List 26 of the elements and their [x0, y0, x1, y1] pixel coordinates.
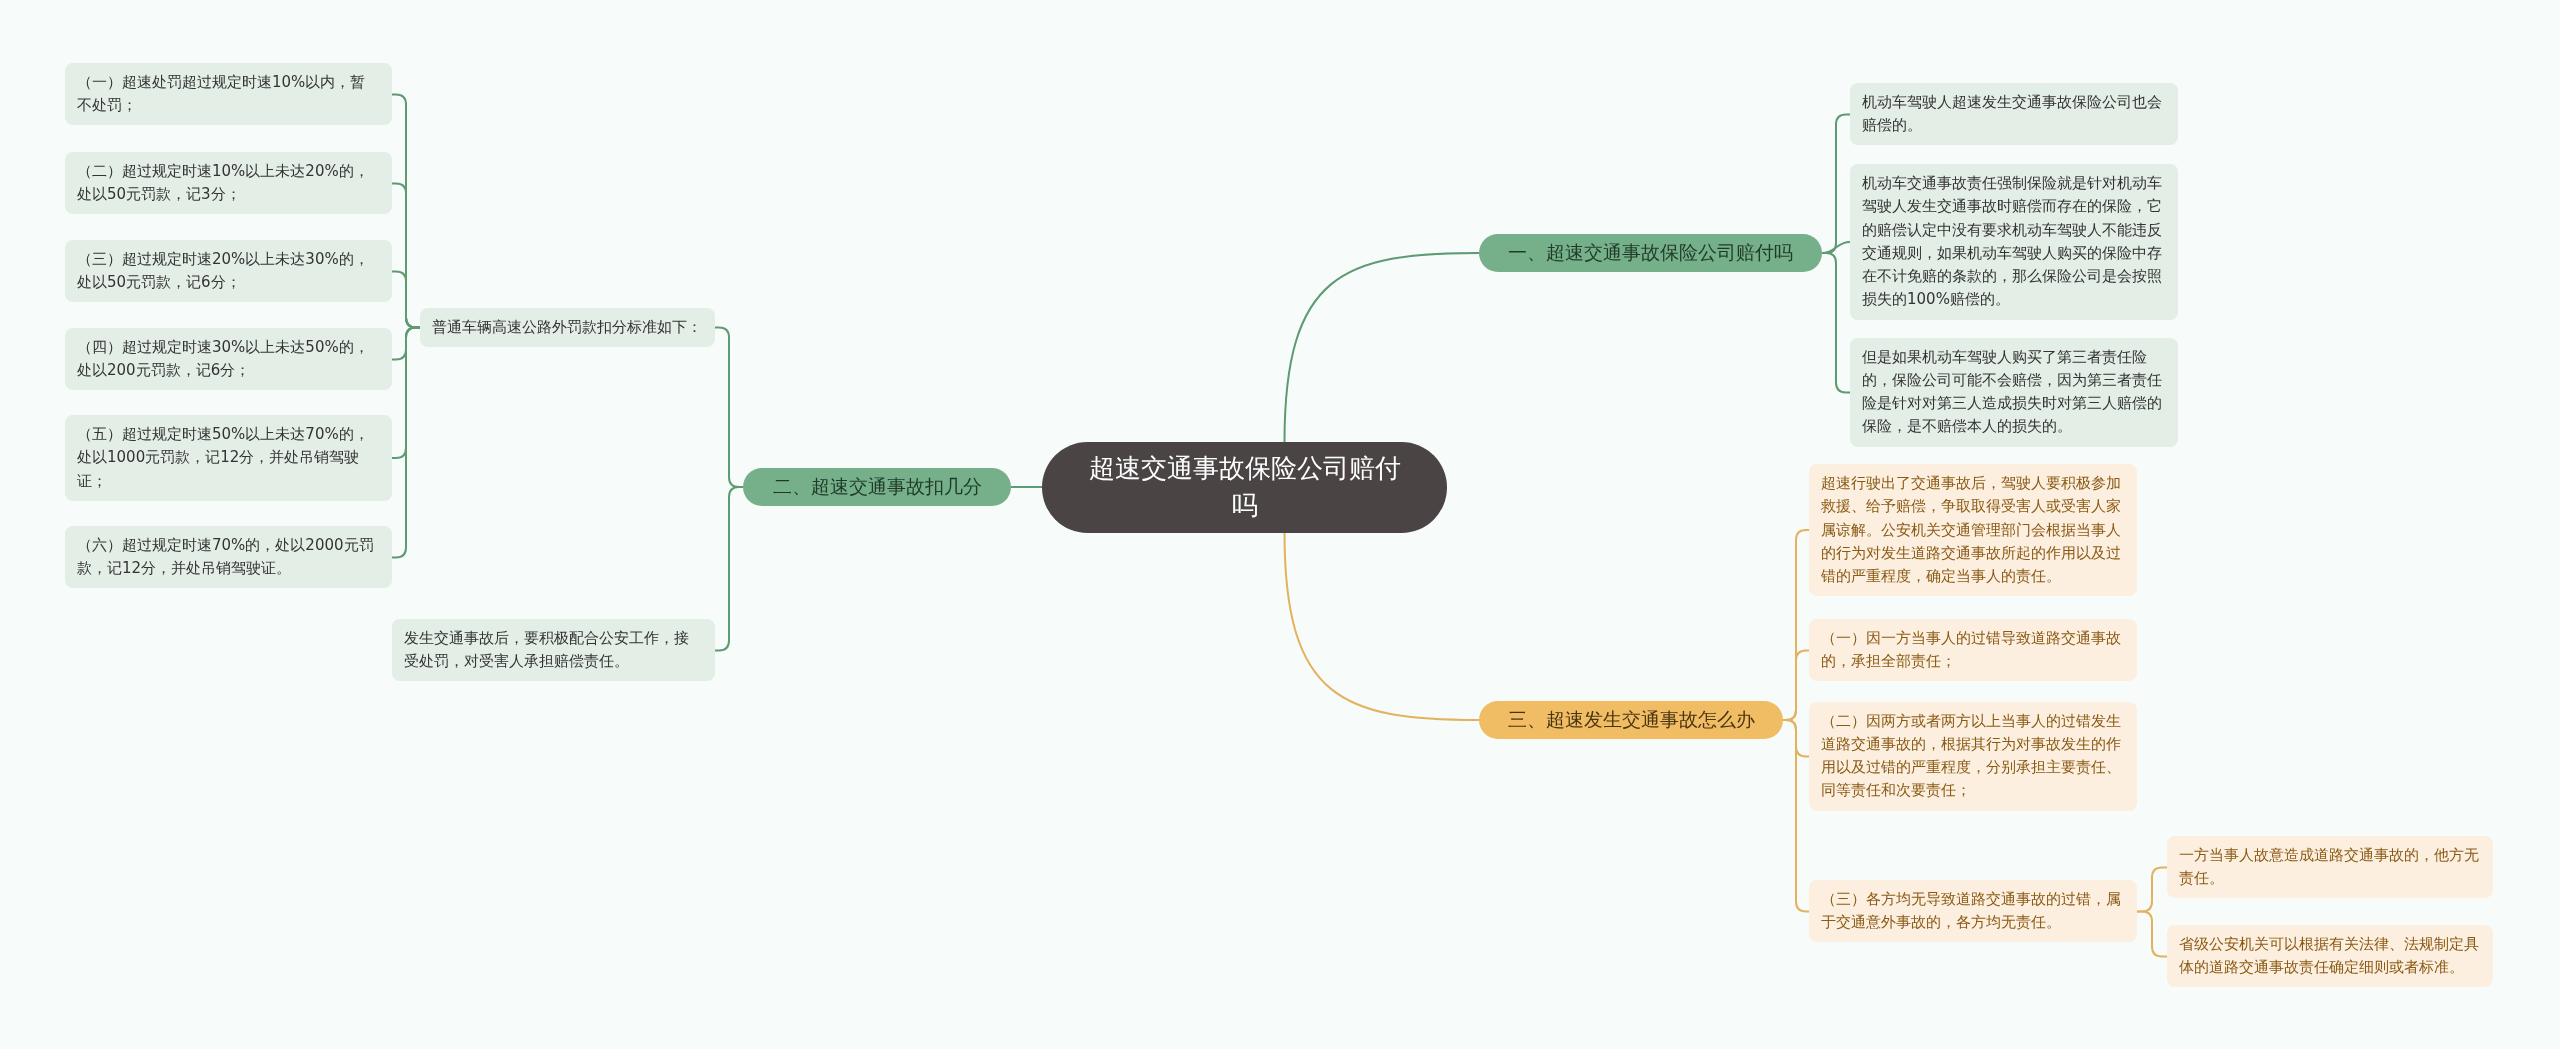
connector-line — [2136, 910, 2168, 958]
branch-topic: 三、超速发生交通事故怎么办 — [1479, 701, 1783, 739]
subtopic-card: （一）超速处罚超过规定时速10%以内，暂不处罚； — [65, 62, 392, 125]
subtopic-card: 省级公安机关可以根据有关法律、法规制定具体的道路交通事故责任确定细则或者标准。 — [2167, 924, 2493, 987]
subtopic-card: （三）超过规定时速20%以上未达30%的，处以50元罚款，记6分； — [65, 239, 392, 302]
subtopic-card: 普通车辆高速公路外罚款扣分标准如下： — [420, 307, 715, 347]
subtopic-card: （五）超过规定时速50%以上未达70%的，处以1000元罚款，记12分，并处吊销驾驶证； — [65, 415, 392, 501]
connector-line — [391, 326, 421, 559]
subtopic-card: 机动车交通事故责任强制保险就是针对机动车驾驶人发生交通事故时赔偿而存在的保险，它的赔偿认定中没有要求机动车驾驶人不能违反交通规则，如果机动车驾驶人购买的保险中存在不计免赔的条款的，那么保险公司是会按照损失的100%赔偿的。 — [1850, 164, 2178, 320]
connector-line — [1283, 532, 1480, 721]
subtopic-card: 一方当事人故意造成道路交通事故的，他方无责任。 — [2167, 835, 2493, 898]
subtopic-card: 但是如果机动车驾驶人购买了第三者责任险的，保险公司可能不会赔偿，因为第三者责任险是针对对第三人造成损失时对第三人赔偿的保险，是不赔偿本人的损失的。 — [1850, 337, 2178, 447]
subtopic-card: （四）超过规定时速30%以上未达50%的，处以200元罚款，记6分； — [65, 327, 392, 390]
subtopic-card: 超速行驶出了交通事故后，驾驶人要积极参加救援、给予赔偿，争取取得受害人或受害人家属谅解。公安机关交通管理部门会根据当事人的行为对发生道路交通事故所起的作用以及过错的严重程度，确定当事人的责任。 — [1809, 464, 2137, 597]
branch-topic: 二、超速交通事故扣几分 — [743, 468, 1011, 506]
subtopic-card: （一）因一方当事人的过错导致道路交通事故的，承担全部责任； — [1809, 618, 2137, 681]
subtopic-card: 发生交通事故后，要积极配合公安工作，接受处罚，对受害人承担赔偿责任。 — [392, 618, 715, 681]
subtopic-card: （三）各方均无导致道路交通事故的过错，属于交通意外事故的，各方均无责任。 — [1809, 879, 2137, 942]
connector-line — [1283, 252, 1480, 443]
branch-topic: 一、超速交通事故保险公司赔付吗 — [1479, 234, 1822, 272]
connector-line — [1010, 486, 1043, 488]
subtopic-card: （二）超过规定时速10%以上未达20%的，处以50元罚款，记3分； — [65, 151, 392, 214]
subtopic-card: （二）因两方或者两方以上当事人的过错发生道路交通事故的，根据其行为对事故发生的作用以及过错的严重程度，分别承担主要责任、同等责任和次要责任； — [1809, 701, 2137, 811]
subtopic-card: （六）超过规定时速70%的，处以2000元罚款，记12分，并处吊销驾驶证。 — [65, 525, 392, 588]
central-topic: 超速交通事故保险公司赔付吗 — [1042, 441, 1447, 533]
subtopic-card: 机动车驾驶人超速发生交通事故保险公司也会赔偿的。 — [1850, 82, 2178, 145]
